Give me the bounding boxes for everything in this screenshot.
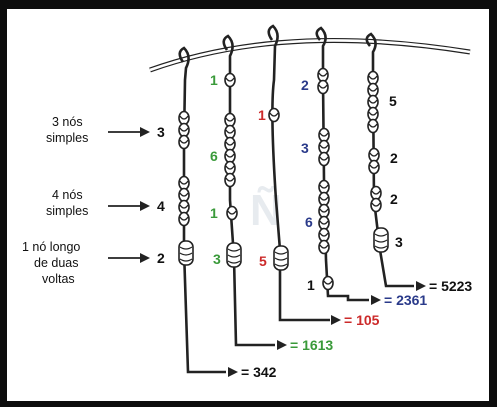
label-four-simple-line1: 4 nós <box>52 188 83 202</box>
cord1-digit-tens: 4 <box>157 198 165 214</box>
label-arrows <box>108 127 150 263</box>
cord3-digit-units: 5 <box>259 253 267 269</box>
cord4-digit-hundreds: 3 <box>301 140 309 156</box>
cord5-digit-units: 3 <box>395 234 403 250</box>
pendant-cord-4 <box>317 28 369 300</box>
cord1-digit-hundreds: 3 <box>157 124 165 140</box>
quipu-diagram: Ñ <box>7 9 489 401</box>
pendant-cord-1 <box>179 48 226 372</box>
cord2-digit-tens: 1 <box>210 205 218 221</box>
label-long-knot-line1: 1 nó longo <box>22 240 80 254</box>
label-four-simple-line2: simples <box>46 204 88 218</box>
result-cord2: = 1613 <box>290 337 333 353</box>
result-cord1: = 342 <box>241 364 277 380</box>
label-three-simple-line1: 3 nós <box>52 115 83 129</box>
cord5-digit-tens: 2 <box>390 191 398 207</box>
cord5-digit-thousands: 5 <box>389 93 397 109</box>
cord2-digit-hundreds: 6 <box>210 148 218 164</box>
cord4-digit-thousands: 2 <box>301 77 309 93</box>
result-cord5: = 5223 <box>429 278 472 294</box>
label-long-knot-line2: de duas <box>34 256 78 270</box>
cord4-digit-units: 1 <box>307 277 315 293</box>
cord2-digit-units: 3 <box>213 251 221 267</box>
result-cord4: = 2361 <box>384 292 427 308</box>
result-cord3: = 105 <box>344 312 380 328</box>
cord3-digit-hundreds: 1 <box>258 107 266 123</box>
cord5-digit-hundreds: 2 <box>390 150 398 166</box>
label-three-simple-line2: simples <box>46 131 88 145</box>
label-long-knot-line3: voltas <box>42 272 75 286</box>
cord2-digit-thousands: 1 <box>210 72 218 88</box>
cord1-digit-units: 2 <box>157 250 165 266</box>
cord4-digit-tens: 6 <box>305 214 313 230</box>
quipu-diagram-panel: Ñ <box>7 9 489 401</box>
